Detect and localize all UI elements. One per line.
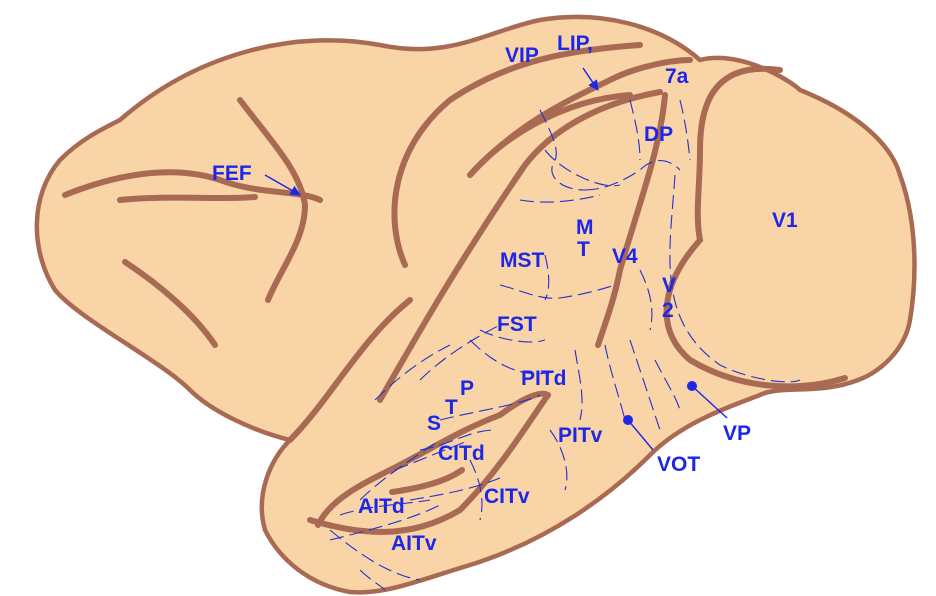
label-citv: CITv	[484, 485, 530, 508]
label-v4: V4	[612, 245, 638, 268]
label-mt-m: M	[576, 216, 594, 239]
label-vp: VP	[723, 422, 751, 445]
label-pitd: PITd	[521, 367, 567, 390]
label-fef: FEF	[212, 162, 252, 185]
label-lip: LIP,	[557, 32, 593, 55]
label-v2-v: V	[662, 274, 676, 297]
label-aitd: AITd	[358, 495, 405, 518]
brain-outline	[37, 17, 915, 592]
label-mst: MST	[500, 249, 545, 272]
label-vot: VOT	[657, 453, 700, 476]
label-citd: CITd	[438, 442, 485, 465]
label-mt-t: T	[577, 238, 590, 261]
label-stp-t: T	[445, 396, 458, 419]
label-stp-s: S	[427, 412, 441, 435]
label-fst: FST	[497, 313, 537, 336]
label-dp: DP	[644, 123, 673, 146]
label-7a: 7a	[665, 65, 689, 88]
label-stp-p: P	[460, 377, 474, 400]
label-v1: V1	[772, 209, 798, 232]
label-aitv: AITv	[391, 532, 437, 555]
label-pitv: PITv	[558, 424, 603, 447]
label-vip: VIP	[505, 44, 539, 67]
label-v2-2: 2	[662, 299, 674, 322]
